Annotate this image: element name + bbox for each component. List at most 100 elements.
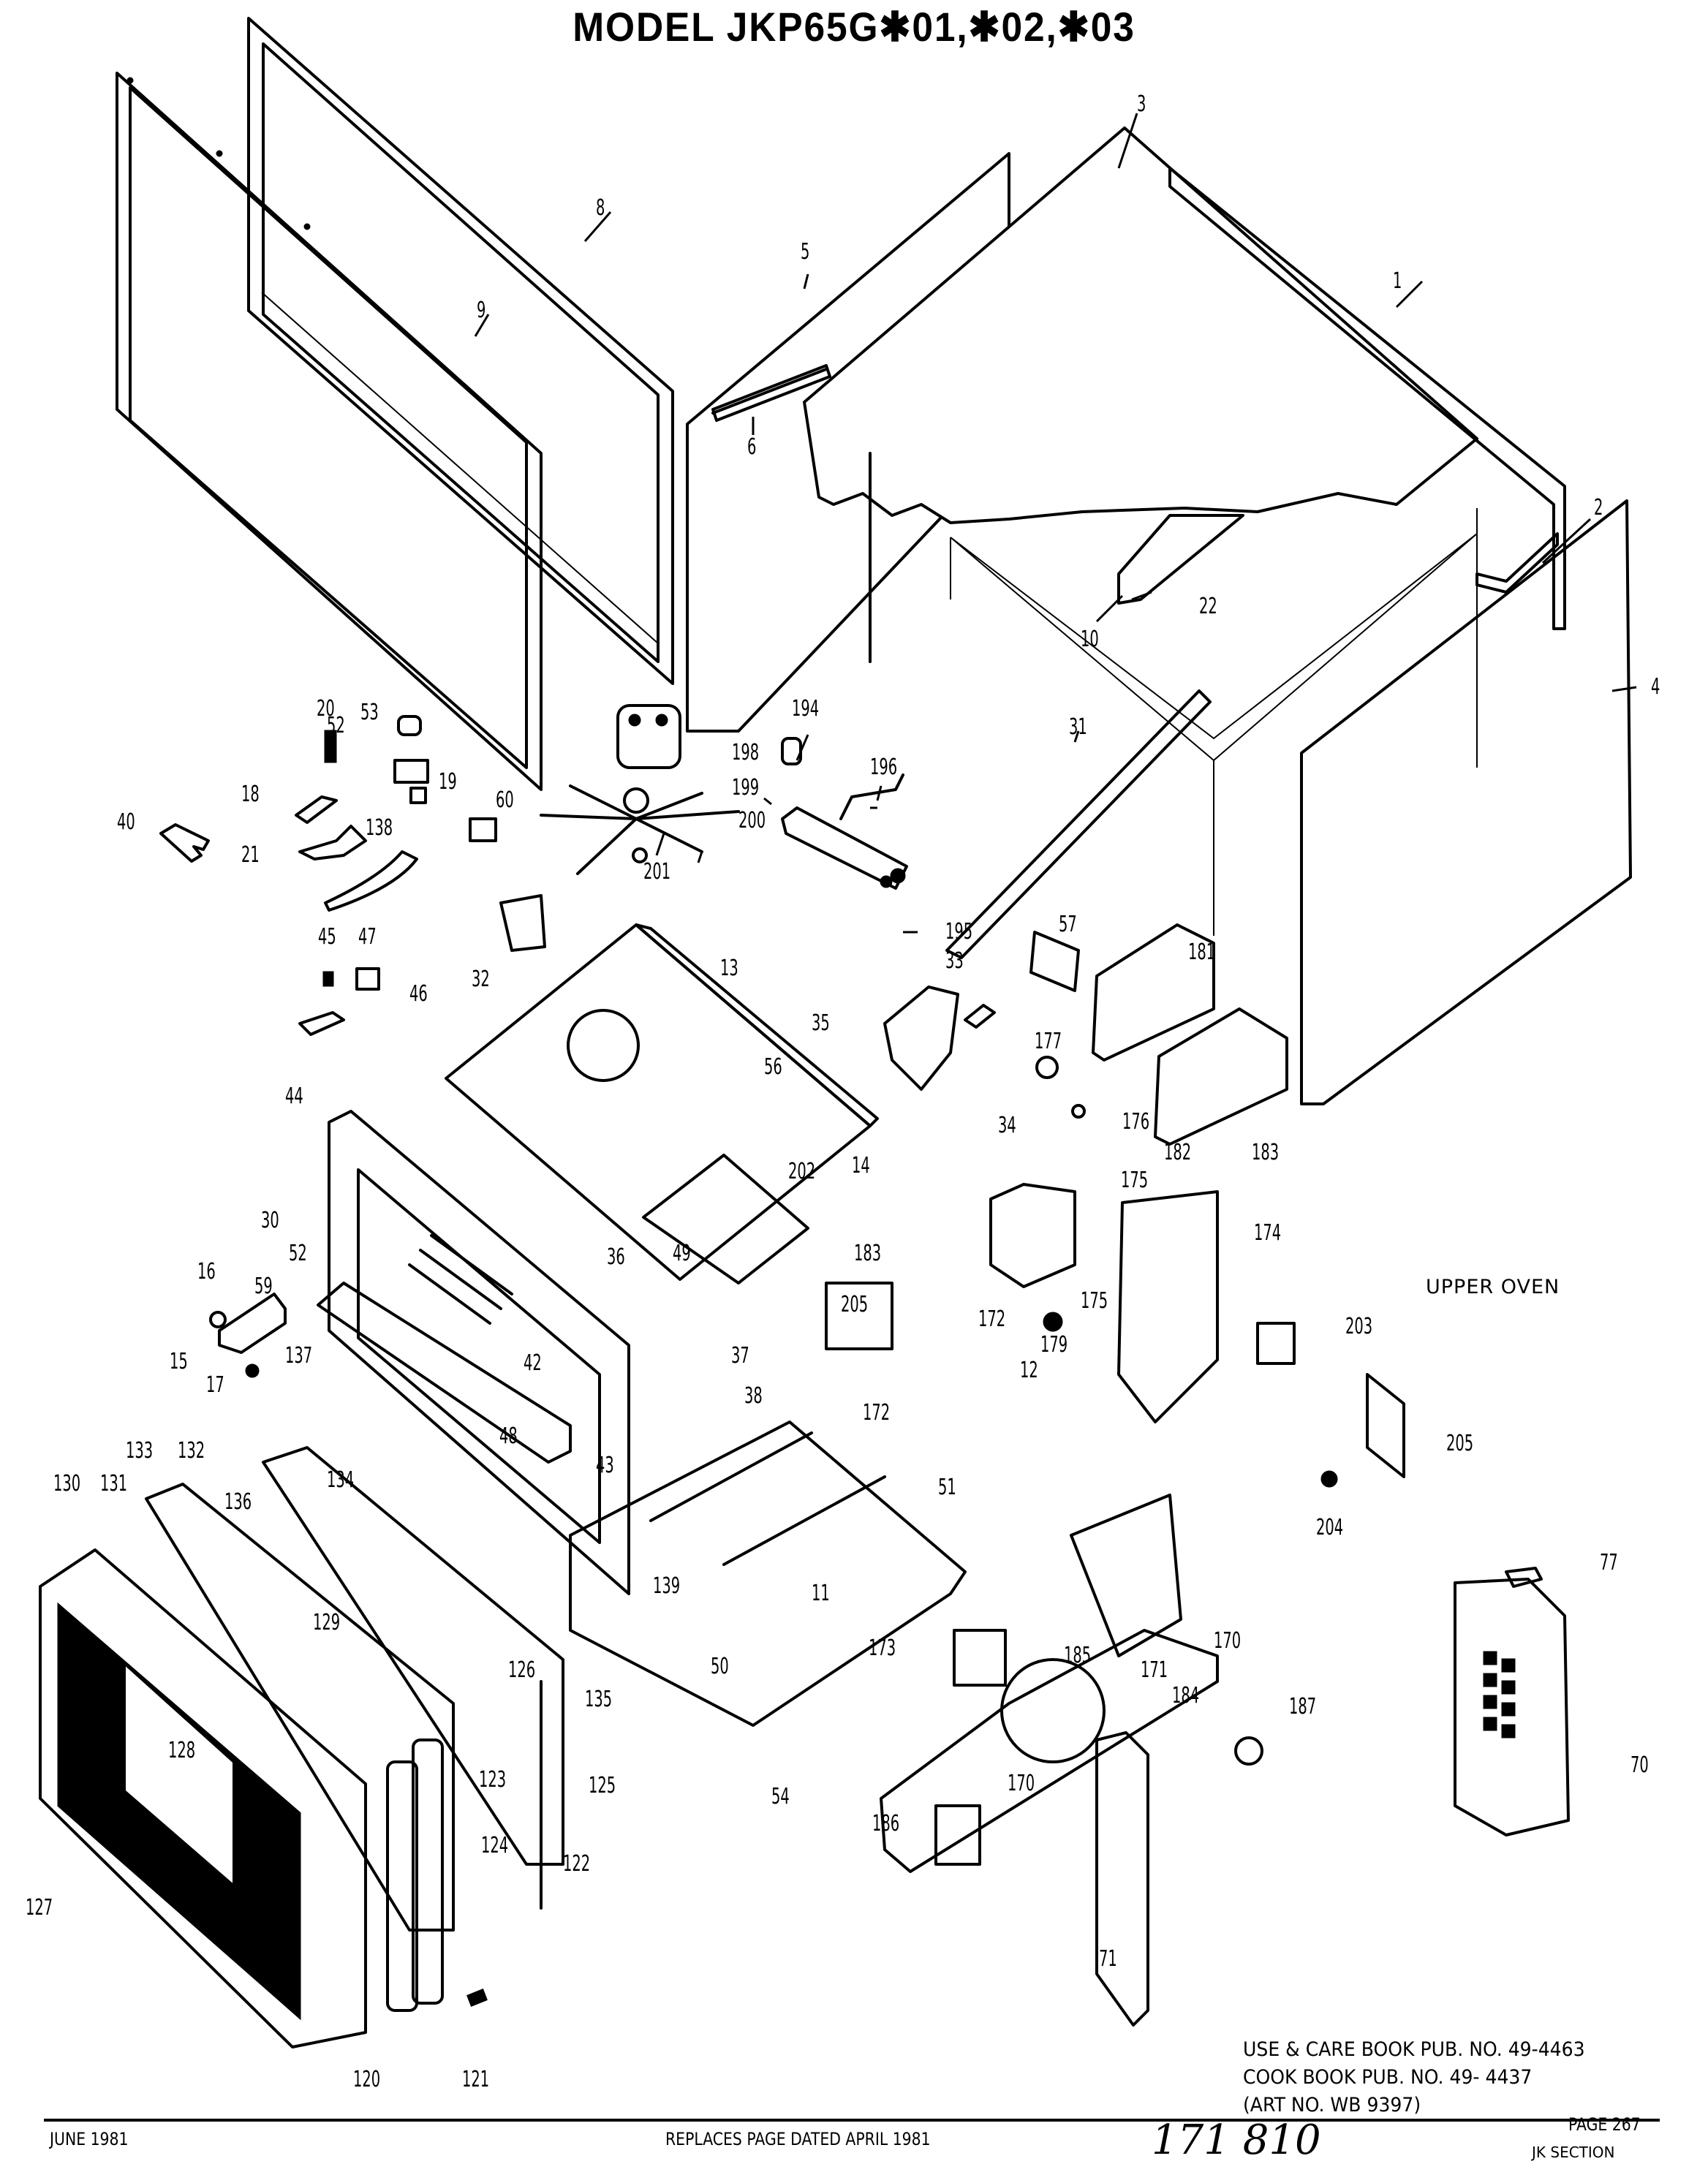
callout-part-54: 54: [771, 1784, 790, 1809]
callout-part-51: 51: [938, 1475, 956, 1500]
callout-part-133: 133: [126, 1438, 154, 1464]
callout-part-34: 34: [998, 1113, 1016, 1138]
callout-part-187: 187: [1289, 1694, 1317, 1720]
callout-part-123: 123: [479, 1767, 507, 1793]
fan-motor-part-198: [616, 704, 681, 769]
callout-part-194: 194: [792, 696, 820, 722]
callout-part-138: 138: [366, 815, 393, 841]
callout-part-134: 134: [327, 1467, 355, 1493]
callout-part-131: 131: [100, 1471, 128, 1497]
art-number: (ART NO. WB 9397): [1243, 2094, 1421, 2116]
side-panel-part-4: [1300, 499, 1632, 1105]
callout-part-127: 127: [26, 1895, 53, 1921]
callout-part-14: 14: [852, 1153, 870, 1179]
callout-part-170-upper: 170: [1214, 1628, 1242, 1654]
callout-part-173: 173: [869, 1635, 896, 1661]
strap-part-196: [839, 773, 904, 820]
callout-part-46: 46: [409, 981, 428, 1007]
callout-part-16: 16: [197, 1259, 216, 1285]
callout-part-36: 36: [607, 1244, 625, 1270]
callout-part-57: 57: [1059, 912, 1077, 937]
section-label-upper-oven: UPPER OVEN: [1426, 1276, 1560, 1298]
callout-part-201: 201: [643, 859, 671, 885]
hinge-part-15: [209, 1293, 287, 1378]
callout-part-126: 126: [508, 1657, 536, 1683]
rail-part-1: [1168, 167, 1566, 630]
callout-part-33: 33: [945, 948, 964, 974]
callout-part-8: 8: [596, 195, 605, 221]
callout-part-182: 182: [1164, 1140, 1192, 1165]
callout-part-200: 200: [738, 808, 766, 833]
callout-part-136: 136: [224, 1489, 252, 1515]
callout-part-176: 176: [1122, 1109, 1150, 1135]
capacitor-part-195: [781, 806, 908, 890]
callout-part-184: 184: [1172, 1683, 1200, 1709]
callout-part-1: 1: [1393, 268, 1402, 294]
callout-part-50: 50: [711, 1654, 729, 1679]
callout-part-40: 40: [117, 809, 135, 835]
callout-part-71: 71: [1099, 1946, 1117, 1972]
callout-part-135: 135: [585, 1687, 613, 1712]
footer-replaces: REPLACES PAGE DATED APRIL 1981: [665, 2129, 931, 2149]
callout-part-15: 15: [170, 1349, 188, 1374]
fan-blade-part-200: [540, 784, 740, 875]
callout-part-60: 60: [496, 787, 514, 813]
callout-part-205-center: 205: [841, 1292, 869, 1317]
footer-page-number: PAGE 267: [1568, 2114, 1641, 2135]
cavity-wrapper-part-10: [869, 452, 1478, 936]
callout-part-21: 21: [241, 842, 260, 868]
callout-part-132: 132: [178, 1438, 205, 1464]
callout-part-120: 120: [353, 2067, 381, 2092]
rack-part-59: [317, 1282, 572, 1464]
callout-part-130: 130: [53, 1471, 81, 1497]
cavity-front-part-30: [328, 1110, 630, 1595]
side-panel-part-5: [686, 152, 1010, 733]
door-assembly: [39, 1446, 564, 2048]
callout-part-128: 128: [168, 1738, 196, 1763]
callout-part-49: 49: [673, 1241, 691, 1266]
callout-part-174: 174: [1254, 1220, 1282, 1246]
callout-part-70: 70: [1630, 1752, 1649, 1778]
callout-part-31: 31: [1069, 714, 1087, 740]
callout-part-53: 53: [360, 700, 379, 725]
callout-part-2: 2: [1594, 495, 1603, 521]
callout-part-170-lower: 170: [1008, 1771, 1035, 1796]
callout-part-122: 122: [563, 1851, 591, 1877]
callout-part-6: 6: [747, 434, 757, 460]
callout-part-171: 171: [1141, 1657, 1168, 1683]
callout-part-12: 12: [1020, 1358, 1038, 1383]
callout-part-37: 37: [731, 1343, 749, 1369]
callout-part-183-center: 183: [854, 1241, 882, 1266]
trim-part-71: [1095, 1731, 1149, 2027]
callout-part-13: 13: [720, 956, 738, 981]
callout-part-56: 56: [764, 1054, 782, 1080]
footer-section: JK SECTION: [1532, 2144, 1615, 2161]
callout-part-137: 137: [285, 1343, 313, 1369]
handwritten-note: 171 810: [1152, 2116, 1321, 2164]
callout-part-48: 48: [499, 1423, 518, 1449]
footer-date: JUNE 1981: [50, 2129, 129, 2149]
callout-part-185: 185: [1064, 1643, 1092, 1668]
frame-part-8: [247, 17, 674, 685]
bracket-part-2: [1475, 532, 1559, 594]
callout-part-199: 199: [732, 775, 760, 801]
callout-leaders: [474, 113, 1637, 934]
top-panel-part-3: [803, 126, 1478, 524]
callout-part-5: 5: [801, 239, 810, 265]
blower-assembly: [880, 1494, 1263, 1873]
callout-part-10: 10: [1081, 627, 1099, 652]
callout-part-44: 44: [285, 1083, 303, 1109]
callout-part-121: 121: [462, 2067, 490, 2092]
callout-part-175-upper: 175: [1121, 1168, 1149, 1193]
bracket-part-22: [1117, 514, 1244, 605]
callout-part-9: 9: [477, 298, 486, 323]
callout-part-18: 18: [241, 782, 260, 807]
callout-part-125: 125: [589, 1773, 616, 1798]
callout-part-196: 196: [870, 754, 898, 780]
use-care-book-pub: USE & CARE BOOK PUB. NO. 49-4463: [1243, 2038, 1585, 2061]
callout-part-129: 129: [313, 1610, 341, 1635]
callout-part-172-lower: 172: [863, 1400, 891, 1426]
callout-part-47: 47: [358, 924, 377, 950]
callout-part-139: 139: [653, 1573, 681, 1599]
callout-part-19: 19: [439, 769, 457, 795]
